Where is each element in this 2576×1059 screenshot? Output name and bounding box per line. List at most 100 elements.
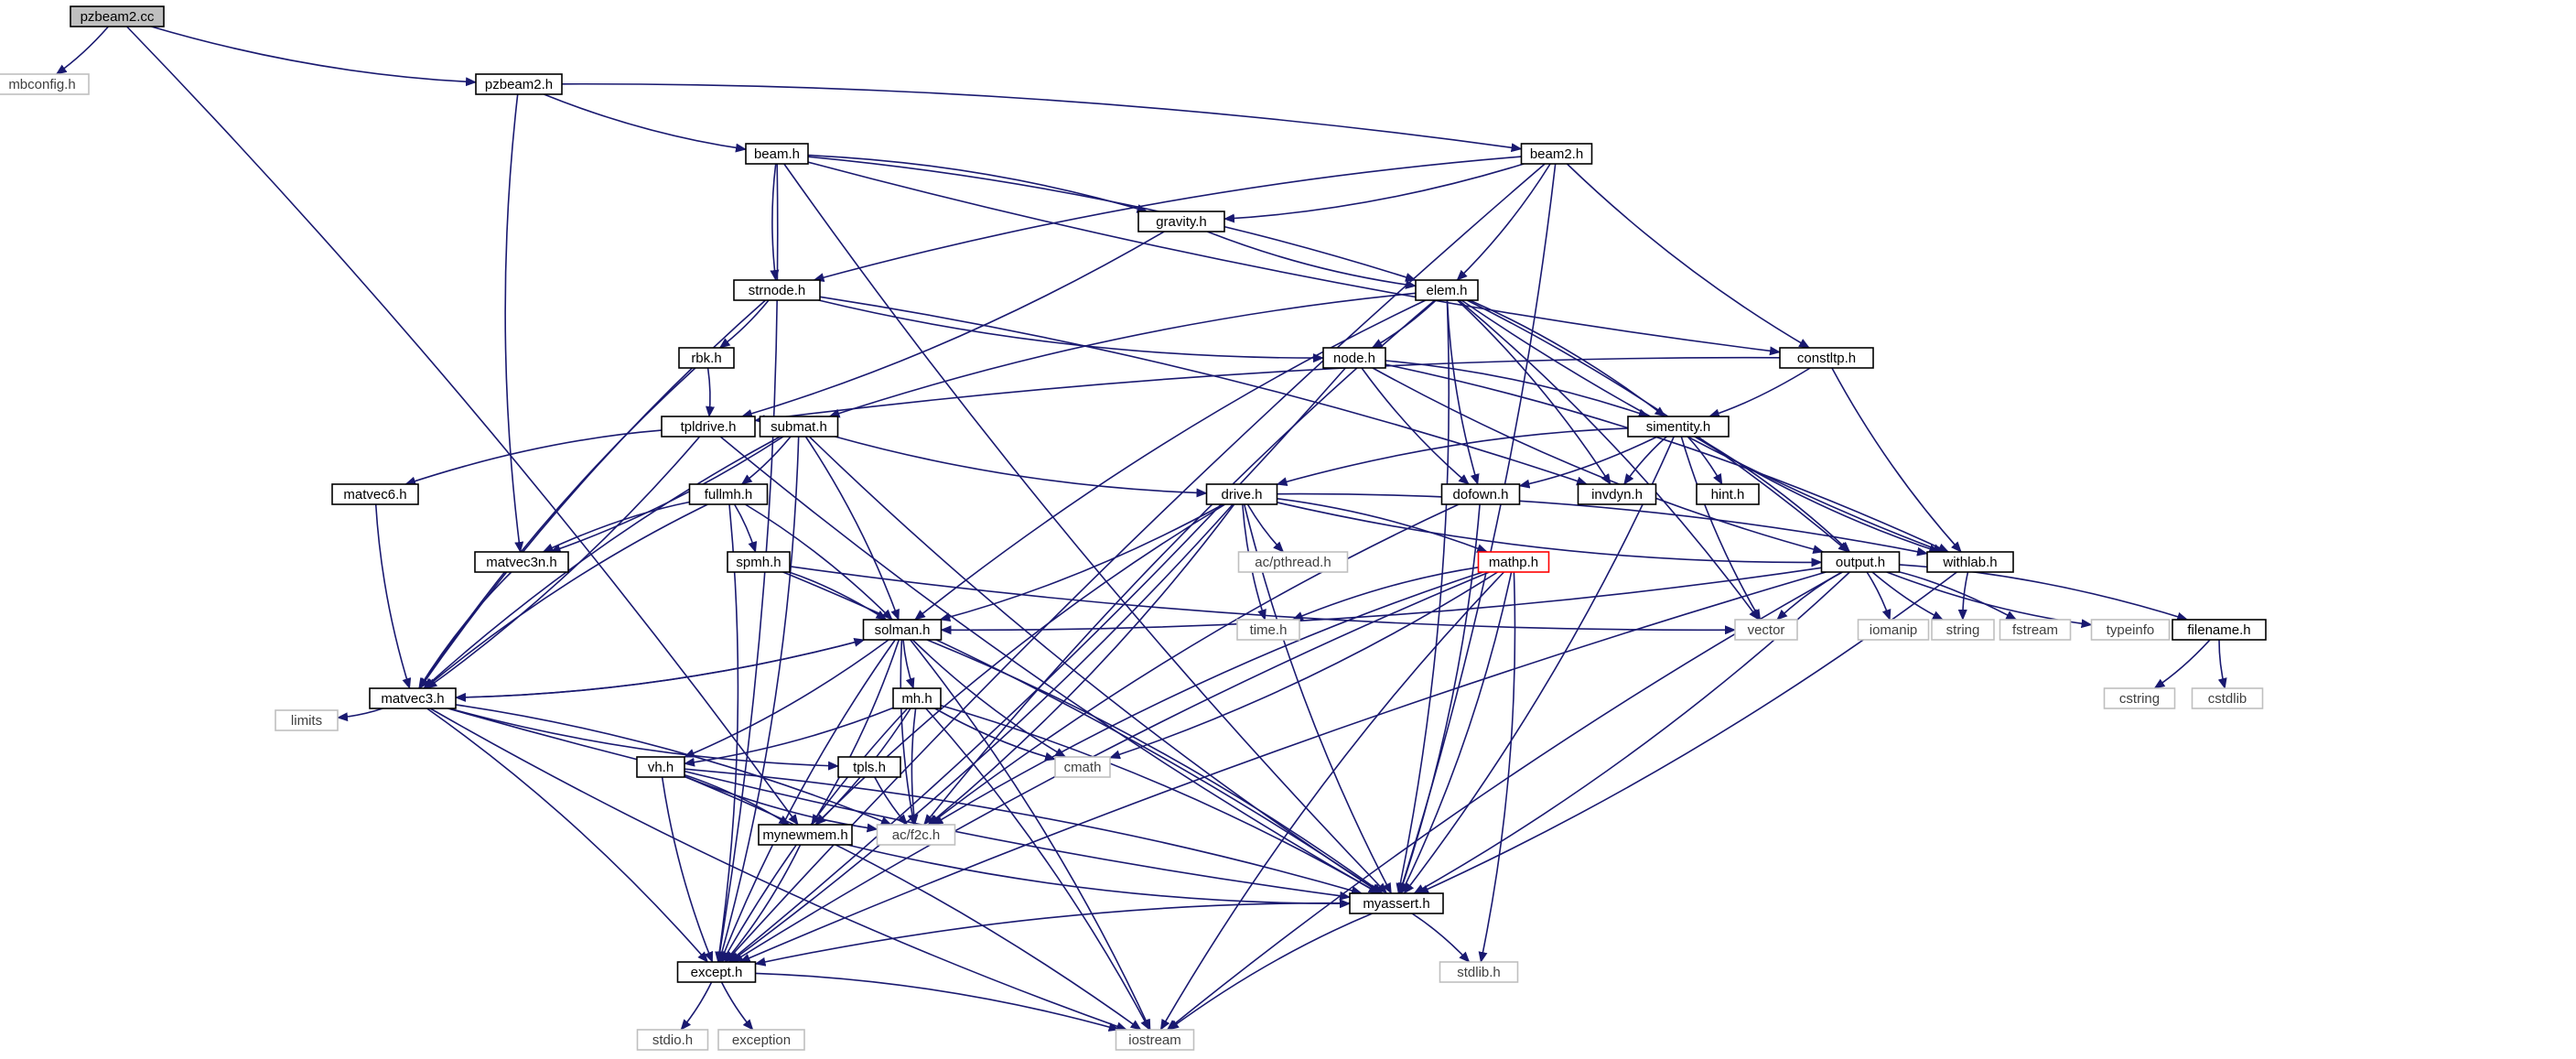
node-box-gravityh (1137, 211, 1225, 232)
node-gravityh[interactable]: gravity.h (1137, 211, 1225, 232)
edge-driveh-to-withlabh (1277, 492, 1928, 557)
node-label-acpthread: ac/pthread.h (1255, 555, 1331, 570)
node-cmath: cmath (1054, 756, 1111, 778)
edge-simentityh-to-dofownh (1518, 436, 1658, 489)
node-matvec3nh[interactable]: matvec3n.h (474, 551, 569, 573)
node-box-matvec3nh (474, 551, 569, 573)
edge-simentityh-to-outputh (1695, 436, 1851, 553)
node-exception: exception (717, 1029, 805, 1051)
edge-gravityh-to-tpldriveh (740, 231, 1165, 418)
edge-elemh-to-withlabh (1460, 299, 1945, 553)
node-simentityh[interactable]: simentity.h (1627, 416, 1730, 438)
node-box-driveh (1205, 483, 1278, 505)
node-driveh[interactable]: drive.h (1205, 483, 1278, 505)
node-label-tplsh: tpls.h (853, 760, 886, 775)
node-cstring: cstring (2103, 687, 2176, 709)
node-matvec6h[interactable]: matvec6.h (331, 483, 419, 505)
node-vector: vector (1734, 619, 1798, 641)
node-submath[interactable]: submat.h (759, 416, 839, 438)
edge-matvec3h-to-tplsh (448, 708, 839, 771)
edge-nodeh-to-outputh (1372, 367, 1825, 554)
node-solmanh[interactable]: solman.h (862, 619, 943, 641)
node-mathph[interactable]: mathp.h (1477, 551, 1550, 573)
node-label-driveh: drive.h (1221, 487, 1262, 502)
node-fullmhh[interactable]: fullmh.h (688, 483, 769, 505)
node-box-dofownh (1440, 483, 1521, 505)
edge-tpldriveh-to-matvec6h (404, 429, 663, 486)
node-beamh[interactable]: beam.h (745, 143, 809, 165)
edge-driveh-to-acf2ch (927, 503, 1235, 826)
node-vhh[interactable]: vh.h (636, 756, 685, 778)
node-label-vhh: vh.h (648, 760, 674, 775)
node-box-timeh (1236, 619, 1300, 641)
node-box-string (1931, 619, 1995, 641)
node-iostream: iostream (1115, 1029, 1195, 1051)
node-pzbeam2cc[interactable]: pzbeam2.cc (70, 5, 165, 27)
node-excepth[interactable]: except.h (676, 961, 757, 983)
node-tpldriveh[interactable]: tpldrive.h (661, 416, 756, 438)
edge-solmanh-to-vhh (684, 639, 889, 758)
edge-myasserth-to-iostream (1168, 913, 1373, 1031)
edge-driveh-to-mathph (1277, 498, 1489, 553)
node-box-mbconfig (0, 73, 90, 95)
node-stdlibh: stdlib.h (1439, 961, 1519, 983)
node-dofownh[interactable]: dofown.h (1440, 483, 1521, 505)
node-filenameh[interactable]: filename.h (2172, 619, 2267, 641)
node-myasserth[interactable]: myassert.h (1349, 892, 1444, 914)
node-label-nodeh: node.h (1333, 351, 1375, 366)
node-box-vector (1734, 619, 1798, 641)
node-constltph[interactable]: constltp.h (1779, 347, 1874, 369)
edge-simentityh-to-vector (1680, 436, 1762, 621)
edge-elemh-to-myasserth (1396, 299, 1450, 894)
node-box-elemh (1415, 279, 1479, 301)
edge-myasserth-to-stdlibh (1411, 913, 1471, 963)
node-fstream: fstream (1999, 619, 2072, 641)
edge-tplsh-to-acf2ch (874, 776, 908, 826)
node-label-cstring: cstring (2119, 691, 2160, 707)
node-box-fullmhh (688, 483, 769, 505)
node-elemh[interactable]: elem.h (1415, 279, 1479, 301)
edge-submath-to-solmanh (804, 436, 900, 621)
node-mynewmemh[interactable]: mynewmem.h (758, 824, 853, 846)
node-tplsh[interactable]: tpls.h (837, 756, 901, 778)
node-label-pzbeam2h: pzbeam2.h (485, 77, 553, 92)
node-spmhh[interactable]: spmh.h (727, 551, 791, 573)
node-beam2h[interactable]: beam2.h (1520, 143, 1593, 165)
node-box-spmhh (727, 551, 791, 573)
node-outputh[interactable]: output.h (1820, 551, 1901, 573)
node-label-cstdlib: cstdlib (2208, 691, 2247, 707)
edge-solmanh-to-myasserth (926, 639, 1384, 894)
node-pzbeam2h[interactable]: pzbeam2.h (475, 73, 563, 95)
node-strnodeh[interactable]: strnode.h (733, 279, 821, 301)
edge-solmanh-to-iostream (910, 639, 1151, 1031)
edge-fullmhh-to-excepth (715, 503, 739, 963)
node-box-iostream (1115, 1029, 1195, 1051)
node-acf2ch: ac/f2c.h (876, 824, 956, 846)
node-label-myasserth: myassert.h (1363, 896, 1429, 912)
node-hinth[interactable]: hint.h (1696, 483, 1760, 505)
node-matvec3h[interactable]: matvec3.h (369, 687, 457, 709)
node-box-iomanip (1857, 619, 1930, 641)
edge-mhh-to-vhh (684, 707, 894, 767)
edge-pzbeam2h-to-matvec3nh (504, 93, 524, 553)
edge-matvec3h-to-iostream (429, 708, 1128, 1032)
node-nodeh[interactable]: node.h (1322, 347, 1386, 369)
edge-elemh-to-acf2ch (923, 299, 1436, 826)
node-label-iostream: iostream (1128, 1032, 1181, 1048)
node-box-simentityh (1627, 416, 1730, 438)
edge-beamh-to-strnodeh (770, 163, 780, 281)
node-box-submath (759, 416, 839, 438)
node-label-mhh: mh.h (901, 691, 932, 707)
node-rbkh[interactable]: rbk.h (678, 347, 735, 369)
edge-mathph-to-myasserth (1400, 571, 1513, 894)
node-label-typeinfo: typeinfo (2107, 622, 2155, 638)
node-limits: limits (275, 709, 339, 731)
node-mhh[interactable]: mh.h (892, 687, 942, 709)
edge-mathph-to-timeh (1291, 567, 1479, 621)
node-invdynh[interactable]: invdyn.h (1577, 483, 1657, 505)
edge-solmanh-to-cmath (911, 639, 1067, 758)
edge-outputh-to-excepth (738, 571, 1827, 963)
edge-elemh-to-outputh (1466, 299, 1849, 553)
node-withlabh[interactable]: withlab.h (1926, 551, 2014, 573)
